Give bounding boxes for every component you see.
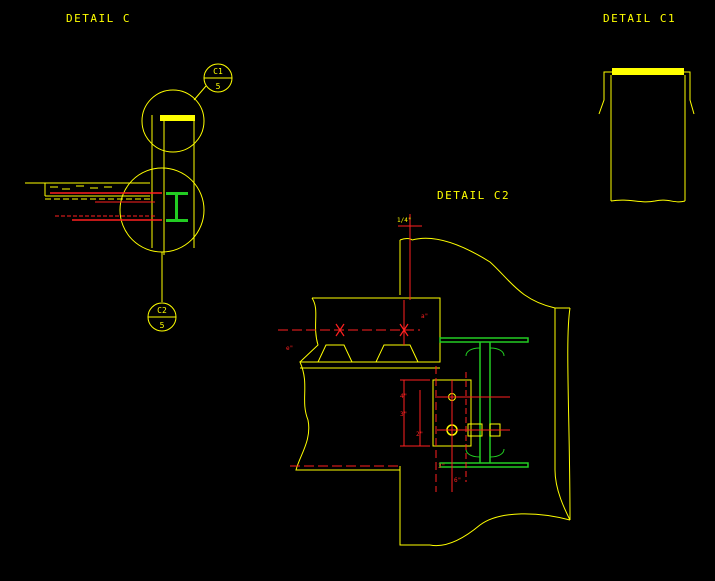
callout-c1-sheet: 5 <box>216 82 221 91</box>
detail-c-title: DETAIL C <box>66 12 131 25</box>
dimension-label: 3" <box>438 463 445 470</box>
detail-c2-enlargement-circle <box>119 167 205 253</box>
callout-c1-bubble: C1 5 <box>203 63 233 93</box>
dimension-label: a" <box>421 313 428 320</box>
dimension-label: 2" <box>416 431 423 438</box>
detail-c2-view: 1/4" a" e" 4" 3" 2" 3" 6" <box>278 214 571 547</box>
dimension-label: 6" <box>454 477 461 484</box>
callout-c2-bubble: C2 5 <box>147 302 177 332</box>
dimension-label: 3" <box>400 411 407 418</box>
detail-c2-title: DETAIL C2 <box>437 189 510 202</box>
steel-i-section <box>439 337 529 468</box>
callout-c1-detail: C1 <box>213 67 223 76</box>
detail-c1-enlargement-circle <box>141 89 205 153</box>
callout-c2-sheet: 5 <box>160 321 165 330</box>
detail-c1-title: DETAIL C1 <box>603 12 676 25</box>
callout-c2-detail: C2 <box>157 306 167 315</box>
dimension-label: 4" <box>400 393 407 400</box>
dimension-lines <box>278 214 510 492</box>
detail-c1-view <box>598 68 695 203</box>
detail-c-view <box>25 85 207 302</box>
dimension-label: e" <box>286 345 293 352</box>
dimension-label: 1/4" <box>397 217 411 224</box>
